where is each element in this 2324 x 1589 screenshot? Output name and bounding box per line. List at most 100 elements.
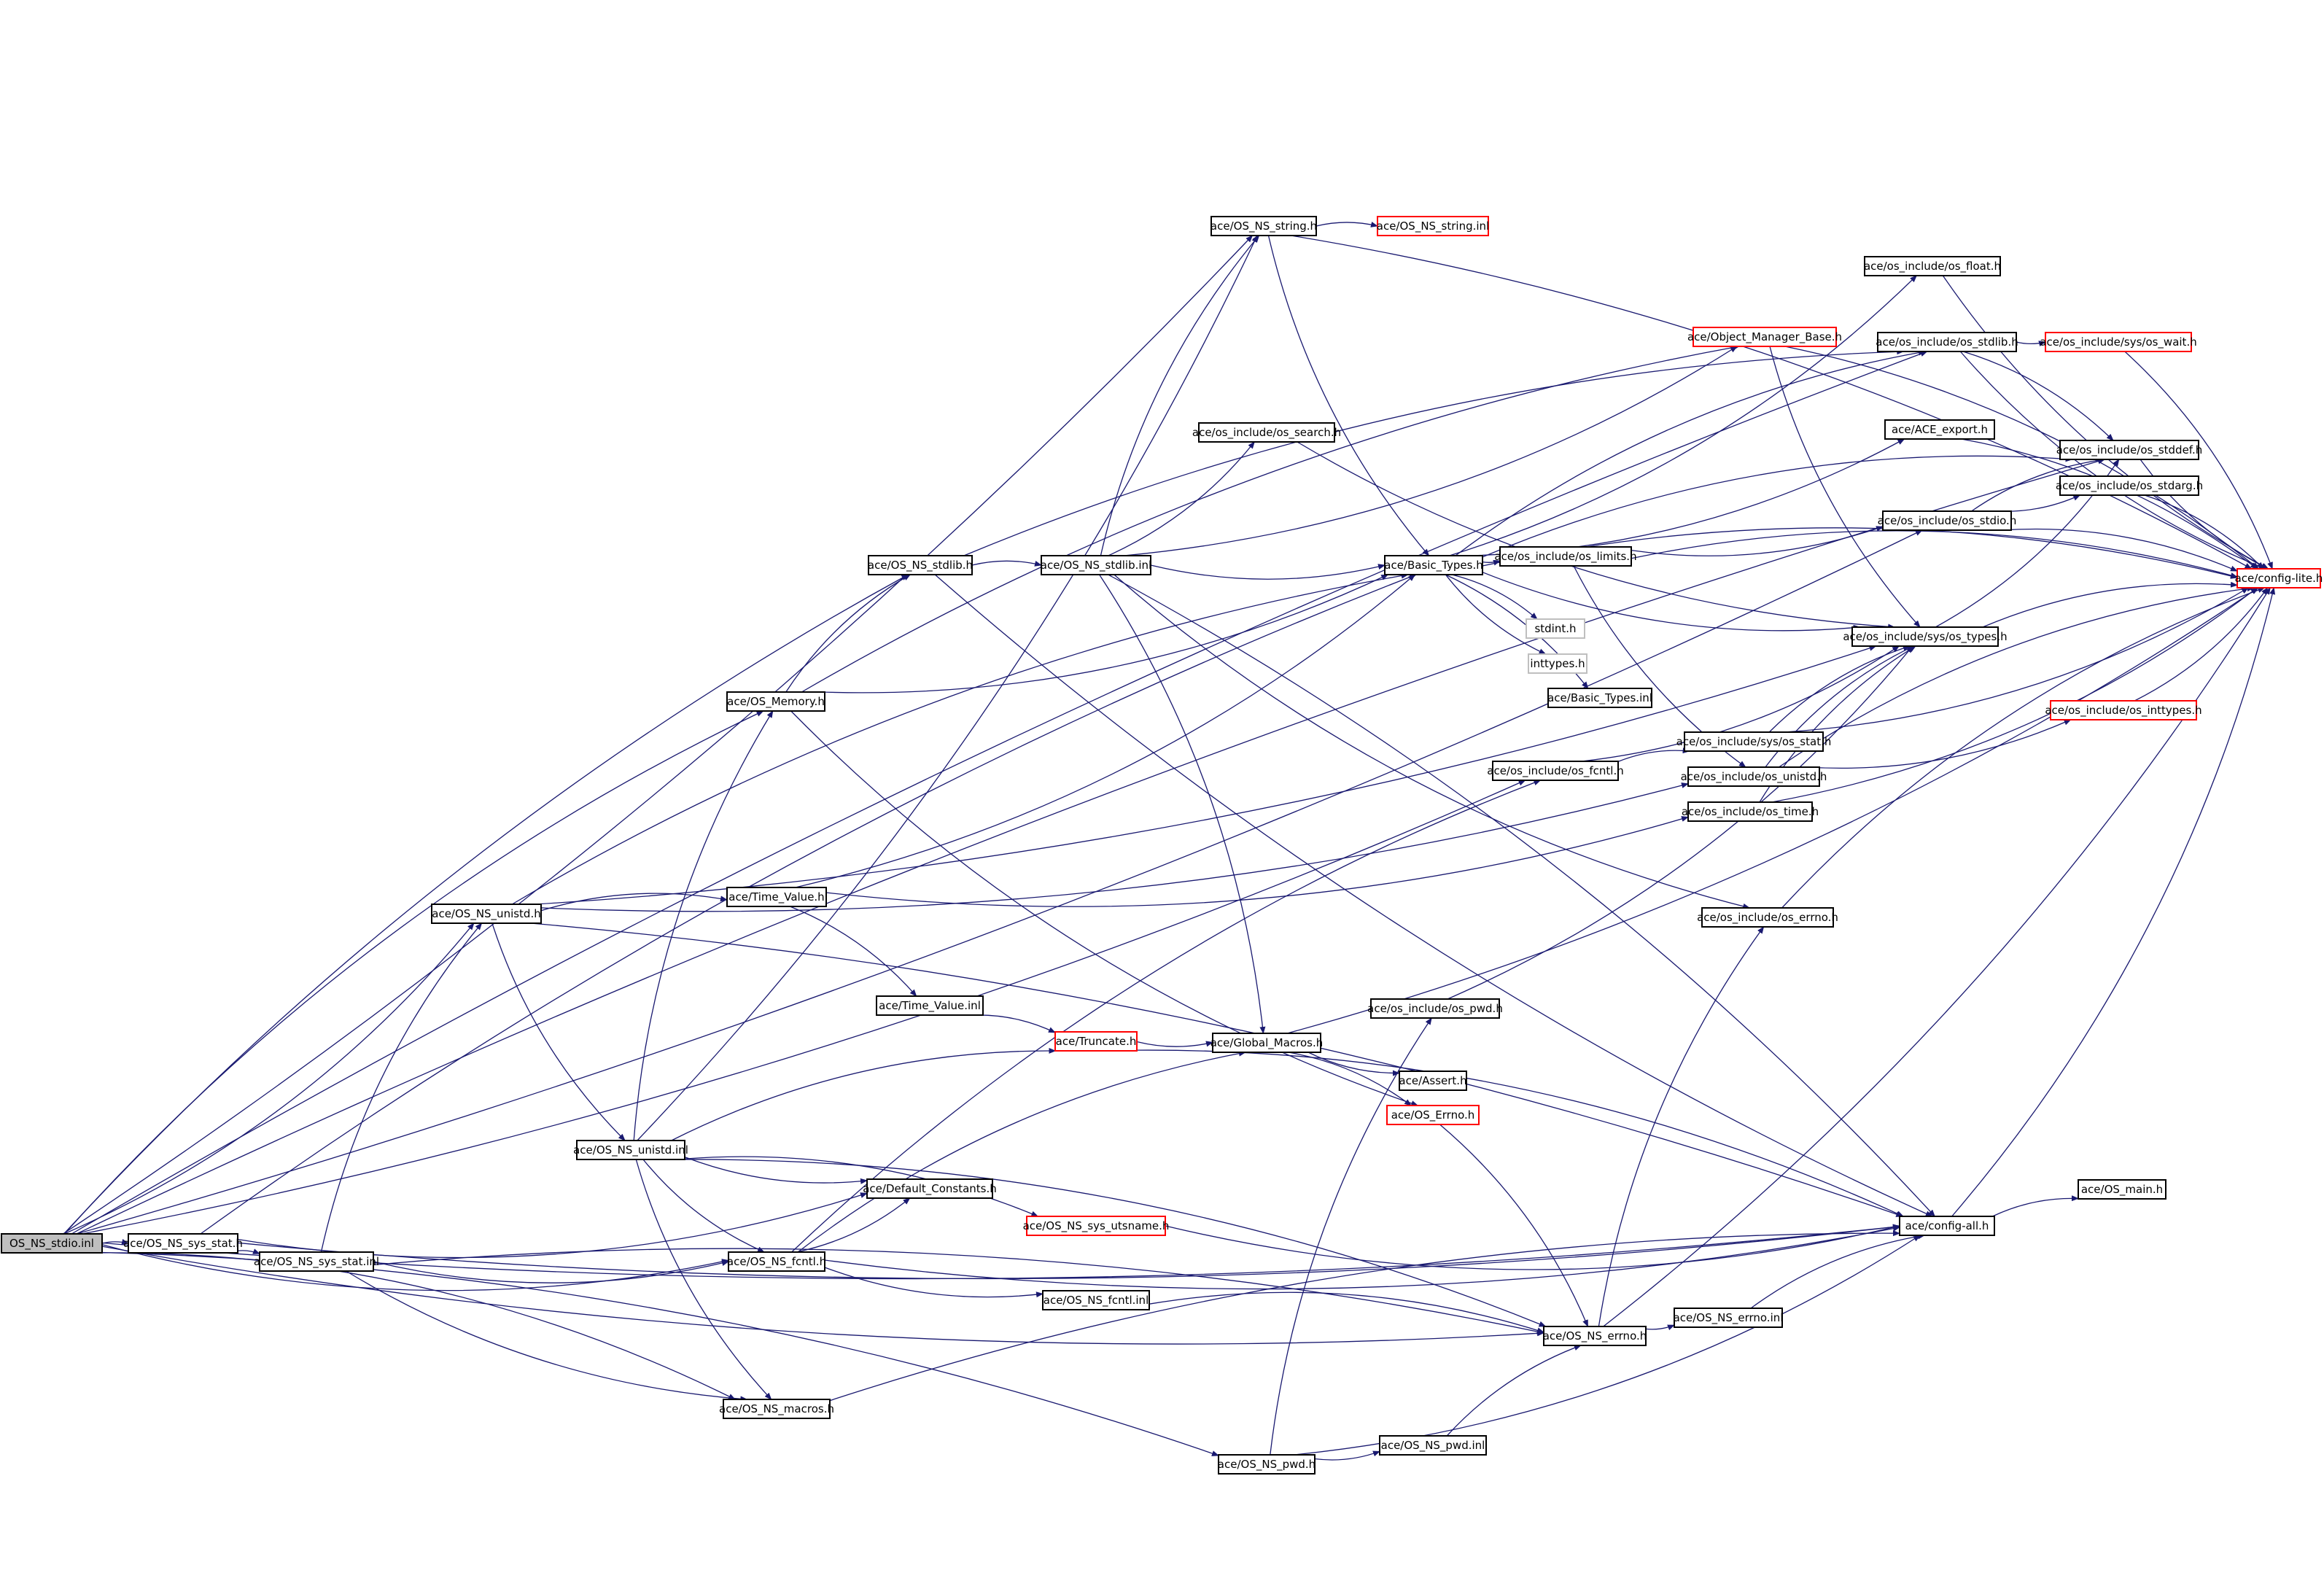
node-ace-os-include-os-pwd-h[interactable]: ace/os_include/os_pwd.h: [1367, 998, 1503, 1019]
node-ace-os-include-os-float-h[interactable]: ace/os_include/os_float.h: [1864, 256, 2001, 276]
node-label: ace/OS_NS_pwd.inl: [1381, 1439, 1485, 1453]
node-ace-os-include-os-errno-h[interactable]: ace/os_include/os_errno.h: [1697, 907, 1838, 928]
node-box: [726, 887, 827, 907]
edge-ns_unistd_h-to-os_unistd_h: [540, 782, 1689, 912]
edge-ns_stdlib_inl-to-ns_string_h: [1100, 235, 1260, 556]
node-ace-default-constants-h[interactable]: ace/Default_Constants.h: [863, 1178, 997, 1199]
node-ace-ace-export-h[interactable]: ace/ACE_export.h: [1884, 419, 1995, 440]
node-label: ace/OS_NS_sys_stat.h: [123, 1237, 243, 1251]
node-ace-os-ns-pwd-inl[interactable]: ace/OS_NS_pwd.inl: [1379, 1435, 1487, 1456]
node-ace-os-ns-errno-h[interactable]: ace/OS_NS_errno.h: [1543, 1326, 1647, 1346]
node-box: [1499, 546, 1632, 567]
edge-ns_errno_inl-to-config_all: [1750, 1233, 1925, 1309]
edge-basic_types_h-to-os_types: [1482, 572, 1861, 632]
edge-global_macros-to-config_lite: [1287, 587, 2259, 1034]
node-ace-os-ns-fcntl-h[interactable]: ace/OS_NS_fcntl.h: [727, 1251, 826, 1272]
edge-os_pwd-to-os_types: [1447, 645, 1913, 1000]
node-box: [1528, 653, 1587, 674]
edge-ns_sys_stat_inl-to-ns_errno_h: [373, 1248, 1544, 1334]
node-label: ace/os_include/os_errno.h: [1697, 911, 1838, 925]
node-ace-assert-h[interactable]: ace/Assert.h: [1399, 1071, 1467, 1091]
node-box: [1687, 766, 1820, 787]
node-ace-global-macros-h[interactable]: ace/Global_Macros.h: [1210, 1033, 1324, 1053]
edge-ns_sys_stat_h-to-default_constants: [237, 1192, 868, 1259]
node-ace-basic-types-h[interactable]: ace/Basic_Types.h: [1384, 555, 1483, 575]
edge-global_macros-to-assert: [1307, 1052, 1400, 1076]
edge-sys_os_stat-to-config_lite: [1784, 587, 2250, 733]
edge-global_macros-to-os_errno_cap: [1288, 1052, 1412, 1106]
node-ace-truncate-h[interactable]: ace/Truncate.h: [1054, 1031, 1138, 1052]
node-ace-os-ns-sys-stat-inl[interactable]: ace/OS_NS_sys_stat.inl: [254, 1251, 379, 1272]
edge-root-to-ns_macros: [93, 1252, 736, 1400]
edge-ns_macros-to-config_all: [829, 1230, 1900, 1402]
edge-os_time-to-config_lite: [1771, 587, 2258, 803]
node-ace-os-include-os-limits-h[interactable]: ace/os_include/os_limits.h: [1494, 546, 1637, 567]
node-ace-config-all-h[interactable]: ace/config-all.h: [1899, 1216, 1995, 1236]
node-ace-basic-types-inl[interactable]: ace/Basic_Types.inl: [1547, 688, 1652, 708]
node-ace-os-include-os-unistd-h[interactable]: ace/os_include/os_unistd.h: [1681, 766, 1827, 787]
edges-layer: [63, 222, 2276, 1461]
node-ace-os-ns-sys-stat-h[interactable]: ace/OS_NS_sys_stat.h: [123, 1233, 243, 1254]
edge-ns_fcntl_h-to-default_constants: [796, 1197, 911, 1253]
edge-ns_unistd_inl-to-ns_macros: [635, 1159, 772, 1400]
node-stdint-h[interactable]: stdint.h: [1526, 618, 1585, 639]
node-ace-time-value-inl[interactable]: ace/Time_Value.inl: [876, 995, 984, 1016]
edge-obj_mgr-to-os_types: [1769, 346, 1921, 628]
node-ace-os-ns-macros-h[interactable]: ace/OS_NS_macros.h: [719, 1399, 834, 1419]
node-ace-os-include-os-stdlib-h[interactable]: ace/os_include/os_stdlib.h: [1876, 332, 2018, 352]
node-label: ace/OS_NS_string.inl: [1377, 219, 1489, 233]
edge-os_stdio-to-config_lite: [2001, 528, 2238, 572]
edge-ns_unistd_inl-to-ns_errno_h: [680, 1159, 1547, 1327]
node-label: ace/Object_Manager_Base.h: [1687, 330, 1842, 344]
node-ace-time-value-h[interactable]: ace/Time_Value.h: [726, 887, 827, 907]
edge-ns_pwd_h-to-ns_pwd_inl: [1314, 1450, 1380, 1461]
node-ace-config-lite-h[interactable]: ace/config-lite.h: [2235, 568, 2323, 588]
node-ace-os-ns-stdlib-h[interactable]: ace/OS_NS_stdlib.h: [868, 555, 973, 575]
node-ace-os-ns-fcntl-inl[interactable]: ace/OS_NS_fcntl.inl: [1042, 1290, 1150, 1310]
node-ace-os-memory-h[interactable]: ace/OS_Memory.h: [726, 691, 825, 712]
node-ace-os-include-sys-os-types-h[interactable]: ace/os_include/sys/os_types.h: [1843, 626, 2008, 647]
node-ace-os-include-sys-os-wait-h[interactable]: ace/os_include/sys/os_wait.h: [2040, 332, 2197, 352]
node-ace-os-include-os-fcntl-h[interactable]: ace/os_include/os_fcntl.h: [1487, 761, 1624, 781]
edge-ns_stdlib_inl-to-obj_mgr: [1124, 346, 1738, 556]
node-label: inttypes.h: [1530, 657, 1585, 670]
node-ace-os-include-sys-os-stat-h[interactable]: ace/os_include/sys/os_stat.h: [1676, 731, 1832, 752]
node-ace-os-ns-pwd-h[interactable]: ace/OS_NS_pwd.h: [1218, 1454, 1315, 1475]
node-ace-os-include-os-search-h[interactable]: ace/os_include/os_search.h: [1192, 422, 1341, 443]
node-box: [1026, 1216, 1166, 1236]
node-ace-os-ns-stdlib-inl[interactable]: ace/OS_NS_stdlib.inl: [1041, 555, 1151, 575]
node-box: [2078, 1179, 2166, 1200]
node-box: [431, 904, 542, 924]
node-label: ace/OS_NS_fcntl.h: [727, 1255, 826, 1269]
node-ace-os-include-os-inttypes-h[interactable]: ace/os_include/os_inttypes.h: [2045, 700, 2202, 720]
node-label: ace/OS_NS_errno.inl: [1674, 1311, 1784, 1325]
node-ace-os-errno-h[interactable]: ace/OS_Errno.h: [1386, 1105, 1480, 1125]
edge-root-to-ns_fcntl_h: [101, 1244, 729, 1291]
edge-os_limits-to-config_lite: [1631, 530, 2238, 578]
node-label: OS_NS_stdio.inl: [9, 1237, 94, 1251]
node-ace-os-ns-string-inl[interactable]: ace/OS_NS_string.inl: [1377, 216, 1489, 236]
node-inttypes-h[interactable]: inttypes.h: [1528, 653, 1587, 674]
node-box: [1674, 1308, 1783, 1328]
edge-ns_pwd_inl-to-ns_errno_h: [1446, 1345, 1582, 1437]
edge-os_memory-to-os_errno_cap: [790, 710, 1419, 1106]
node-ace-os-ns-unistd-h[interactable]: ace/OS_NS_unistd.h: [431, 904, 542, 924]
edge-ns_unistd_h-to-time_value_h: [540, 893, 728, 912]
node-ace-os-main-h[interactable]: ace/OS_main.h: [2078, 1179, 2166, 1200]
edge-ns_fcntl_inl-to-ns_errno_h: [1149, 1291, 1544, 1334]
node-label: ace/OS_NS_string.h: [1210, 219, 1317, 233]
node-ace-object-manager-base-h[interactable]: ace/Object_Manager_Base.h: [1687, 327, 1842, 347]
node-ace-os-ns-errno-inl[interactable]: ace/OS_NS_errno.inl: [1674, 1308, 1784, 1328]
node-box: [1701, 907, 1834, 928]
node-ace-os-include-os-stdio-h[interactable]: ace/os_include/os_stdio.h: [1878, 510, 2017, 531]
node-box: [2236, 568, 2321, 588]
node-ace-os-ns-sys-utsname-h[interactable]: ace/OS_NS_sys_utsname.h: [1023, 1216, 1170, 1236]
node-ace-os-include-os-stddef-h[interactable]: ace/os_include/os_stddef.h: [2056, 440, 2203, 460]
node-os-ns-stdio-inl[interactable]: OS_NS_stdio.inl: [1, 1233, 103, 1254]
node-ace-os-ns-unistd-inl[interactable]: ace/OS_NS_unistd.inl: [573, 1140, 688, 1160]
node-ace-os-include-os-time-h[interactable]: ace/os_include/os_time.h: [1682, 801, 1819, 822]
node-ace-os-include-os-stdarg-h[interactable]: ace/os_include/os_stdarg.h: [2056, 475, 2203, 496]
node-box: [1399, 1071, 1467, 1091]
edge-root-to-os_fcntl_h: [82, 780, 1526, 1235]
node-ace-os-ns-string-h[interactable]: ace/OS_NS_string.h: [1210, 216, 1317, 236]
